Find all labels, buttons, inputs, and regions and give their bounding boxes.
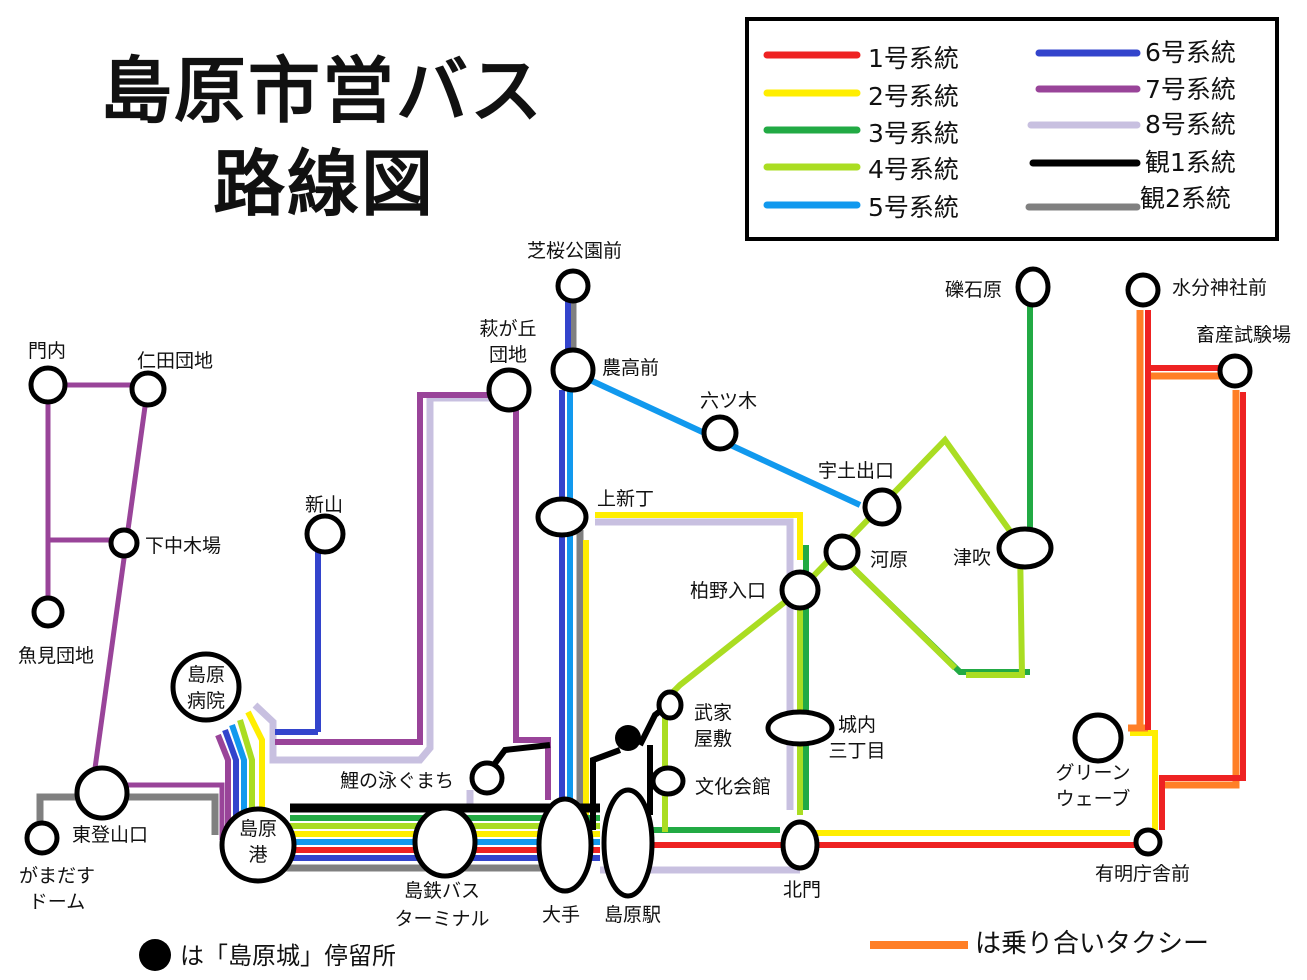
stop-label: 河原 <box>870 549 909 571</box>
castle-stop-note: は「島原城」停留所 <box>180 942 396 970</box>
legend-label: 2号系統 <box>868 82 959 111</box>
route-6 <box>275 300 571 810</box>
stop-label: 三丁目 <box>828 740 886 762</box>
stop-label: 島原駅 <box>604 904 662 926</box>
stop-label: 魚見団地 <box>18 645 95 667</box>
legend-label: 4号系統 <box>868 155 959 184</box>
legend-label: 観2系統 <box>1140 184 1231 213</box>
stop-label: 島原 <box>186 664 225 686</box>
stop-label: 屋敷 <box>694 728 733 750</box>
route-kan1 <box>472 702 670 830</box>
legend-label: 3号系統 <box>868 119 959 148</box>
stop-label: 六ツ木 <box>700 390 758 412</box>
stop-label: 城内 <box>837 714 876 736</box>
stop-label: グリーン <box>1055 762 1131 784</box>
stop-label: 島鉄バス <box>403 880 480 902</box>
stop-label: 芝桜公園前 <box>527 240 623 262</box>
stop-label: 津吹 <box>953 547 992 569</box>
stop-label: 下中木場 <box>145 535 222 557</box>
legend-label: 5号系統 <box>868 193 959 222</box>
legend-label: 6号系統 <box>1145 38 1236 67</box>
stop-label: ウェーブ <box>1055 788 1131 810</box>
stop-label: 港 <box>248 844 268 866</box>
stop-label: がまだす <box>18 865 95 887</box>
taxi-note: は乗り合いタクシー <box>975 929 1210 959</box>
stop-label: 畜産試験場 <box>1196 324 1292 346</box>
legend-label: 観1系統 <box>1145 148 1236 177</box>
stop-label: 門内 <box>28 340 67 362</box>
legend-label: 7号系統 <box>1145 75 1236 104</box>
stop-label: 上新丁 <box>597 488 655 510</box>
stop-label: 文化会館 <box>695 776 772 798</box>
stop-label: 大手 <box>542 904 581 926</box>
route-7-central <box>275 392 551 800</box>
stop-label: 鯉の泳ぐまち <box>340 770 455 792</box>
stop-label: 萩が丘 <box>479 318 537 340</box>
stop-label: 団地 <box>488 344 527 366</box>
route-2 <box>583 512 1158 836</box>
stop-label: 宇土出口 <box>818 460 895 482</box>
taxi-line <box>870 310 1240 949</box>
stop-label: 柏野入口 <box>690 580 767 602</box>
legend-label: 8号系統 <box>1145 110 1236 139</box>
route-7-west <box>45 382 225 840</box>
route-1 <box>650 310 1246 848</box>
stop-label: 礫石原 <box>945 279 1003 301</box>
stop-label: 仁田団地 <box>137 350 214 372</box>
stop-label: 有明庁舎前 <box>1095 863 1191 885</box>
stop-label: ドーム <box>28 891 86 913</box>
stop-label: 武家 <box>694 702 733 724</box>
title-line1: 島原市営バス <box>100 49 545 133</box>
stop-label: ターミナル <box>394 908 490 930</box>
stop-label: 北門 <box>783 879 822 901</box>
stop-label: 島原 <box>238 818 277 840</box>
stop-label: 新山 <box>305 494 344 516</box>
legend-swatches <box>763 49 1141 211</box>
stop-label: 水分神社前 <box>1172 277 1268 299</box>
castle-stop-marker <box>615 725 641 751</box>
stop-label: 農高前 <box>602 357 660 379</box>
stop-label: 東登山口 <box>72 824 149 846</box>
title-line2: 路線図 <box>213 142 436 226</box>
legend <box>745 17 1279 241</box>
castle-stop-legend-marker <box>139 939 171 971</box>
stop-label: 病院 <box>186 690 225 712</box>
stop-markers <box>24 266 1253 899</box>
legend-label: 1号系統 <box>868 44 959 73</box>
